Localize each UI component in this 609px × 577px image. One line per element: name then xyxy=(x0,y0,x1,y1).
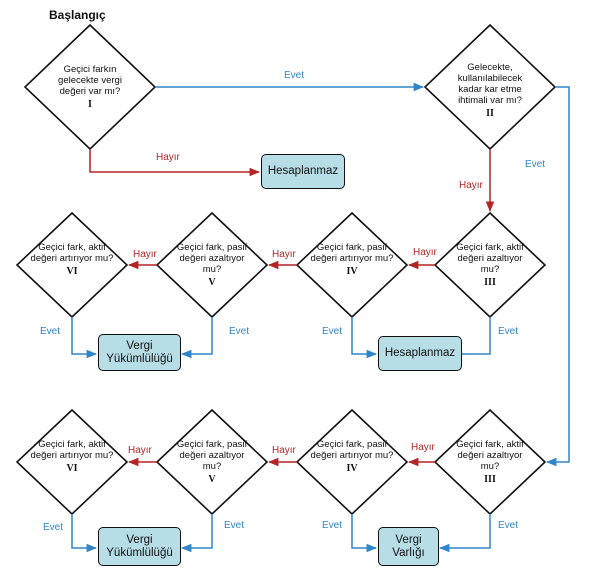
result-hesaplanmaz-top: Hesaplanmaz xyxy=(261,154,345,189)
arrow-r2-v-yes xyxy=(180,514,213,553)
arrow-r1-v-yes xyxy=(180,317,213,359)
decision-r1-iv-question: Geçici fark, pasif değeri artırıyor mu? xyxy=(310,242,394,264)
label-yes-r2-iii: Evet xyxy=(498,520,519,531)
label-yes-r2-iv: Evet xyxy=(322,520,343,531)
label-no-r1-iv: Hayır xyxy=(272,249,296,260)
decision-r2-iv-question: Geçici fark, pasif değeri artırıyor mu? xyxy=(310,439,394,461)
result-row2-vergi-varligi: Vergi Varlığı xyxy=(378,527,439,566)
result-row1-vergi-yukumlulugu: Vergi Yükümlülüğü xyxy=(98,334,181,371)
decision-r1-vi-question: Geçici fark, aktif değeri artırıyor mu? xyxy=(30,242,114,264)
label-yes-r1-vi: Evet xyxy=(40,326,61,337)
decision-r1-iii-question: Geçici fark, aktif değeri azaltıyor mu? xyxy=(456,242,524,275)
label-yes-i: Evet xyxy=(284,70,305,81)
decision-r2-iv-number: IV xyxy=(346,463,358,474)
decision-r2-iii-number: III xyxy=(484,474,496,485)
decision-r2-iii: Geçici fark, aktif değeri azaltıyor mu? … xyxy=(448,439,532,485)
decision-r1-v-question: Geçici fark, pasif değeri azaltıyor mu? xyxy=(176,242,248,275)
label-no-ii: Hayır xyxy=(459,180,483,191)
decision-r1-v: Geçici fark, pasif değeri azaltıyor mu? … xyxy=(170,242,254,288)
decision-r1-iv: Geçici fark, pasif değeri artırıyor mu? … xyxy=(310,242,394,277)
label-no-r1-v: Hayır xyxy=(133,249,157,260)
decision-i: Geçici farkın gelecekte vergi değeri var… xyxy=(48,64,132,110)
label-no-r1-iii: Hayır xyxy=(413,247,437,258)
decision-r2-v-number: V xyxy=(208,474,216,485)
decision-r2-iii-question: Geçici fark, aktif değeri azaltıyor mu? xyxy=(456,439,524,472)
decision-r1-vi-number: VI xyxy=(66,266,78,277)
decision-r2-vi-number: VI xyxy=(66,463,78,474)
label-yes-r1-iv: Evet xyxy=(322,326,343,337)
decision-r1-iv-number: IV xyxy=(346,266,358,277)
arrow-r1-iv-yes xyxy=(351,317,378,359)
label-no-i: Hayır xyxy=(156,152,180,163)
result-row2-vergi-yukumlulugu: Vergi Yükümlülüğü xyxy=(98,527,181,566)
arrow-i-no xyxy=(89,149,261,177)
arrow-r2-vi-yes xyxy=(71,514,98,553)
decision-r2-vi: Geçici fark, aktif değeri artırıyor mu? … xyxy=(30,439,114,474)
arrow-r2-iv-yes xyxy=(351,514,378,553)
result-row1-hesaplanmaz: Hesaplanmaz xyxy=(378,336,462,371)
decision-i-question: Geçici farkın gelecekte vergi değeri var… xyxy=(58,64,122,97)
decision-r2-iv: Geçici fark, pasif değeri artırıyor mu? … xyxy=(310,439,394,474)
label-yes-ii: Evet xyxy=(525,159,546,170)
decision-ii-number: II xyxy=(486,108,494,119)
decision-r1-iii: Geçici fark, aktif değeri azaltıyor mu? … xyxy=(448,242,532,288)
arrow-ii-to-r2-iii xyxy=(545,86,570,467)
decision-r1-v-number: V xyxy=(208,277,216,288)
label-yes-r2-v: Evet xyxy=(224,520,245,531)
decision-r2-v-question: Geçici fark, pasif değeri azaltıyor mu? xyxy=(176,439,248,472)
decision-ii-question: Gelecekte, kullanılabilecek kadar kar et… xyxy=(457,62,523,106)
arrow-r1-vi-yes xyxy=(71,317,98,359)
decision-i-number: I xyxy=(88,99,92,110)
decision-r1-iii-number: III xyxy=(484,277,496,288)
label-yes-r1-iii: Evet xyxy=(498,326,519,337)
decision-r2-v: Geçici fark, pasif değeri azaltıyor mu? … xyxy=(170,439,254,485)
decision-r2-vi-question: Geçici fark, aktif değeri artırıyor mu? xyxy=(30,439,114,461)
decision-ii: Gelecekte, kullanılabilecek kadar kar et… xyxy=(448,62,532,119)
label-no-r2-iii: Hayır xyxy=(411,442,435,453)
label-yes-r1-v: Evet xyxy=(229,326,250,337)
label-no-r2-v: Hayır xyxy=(128,445,152,456)
decision-r1-vi: Geçici fark, aktif değeri artırıyor mu? … xyxy=(30,242,114,277)
label-no-r2-iv: Hayır xyxy=(272,445,296,456)
label-yes-r2-vi: Evet xyxy=(43,522,64,533)
start-title: Başlangıç xyxy=(49,8,106,22)
arrow-r2-iii-yes xyxy=(438,514,491,553)
